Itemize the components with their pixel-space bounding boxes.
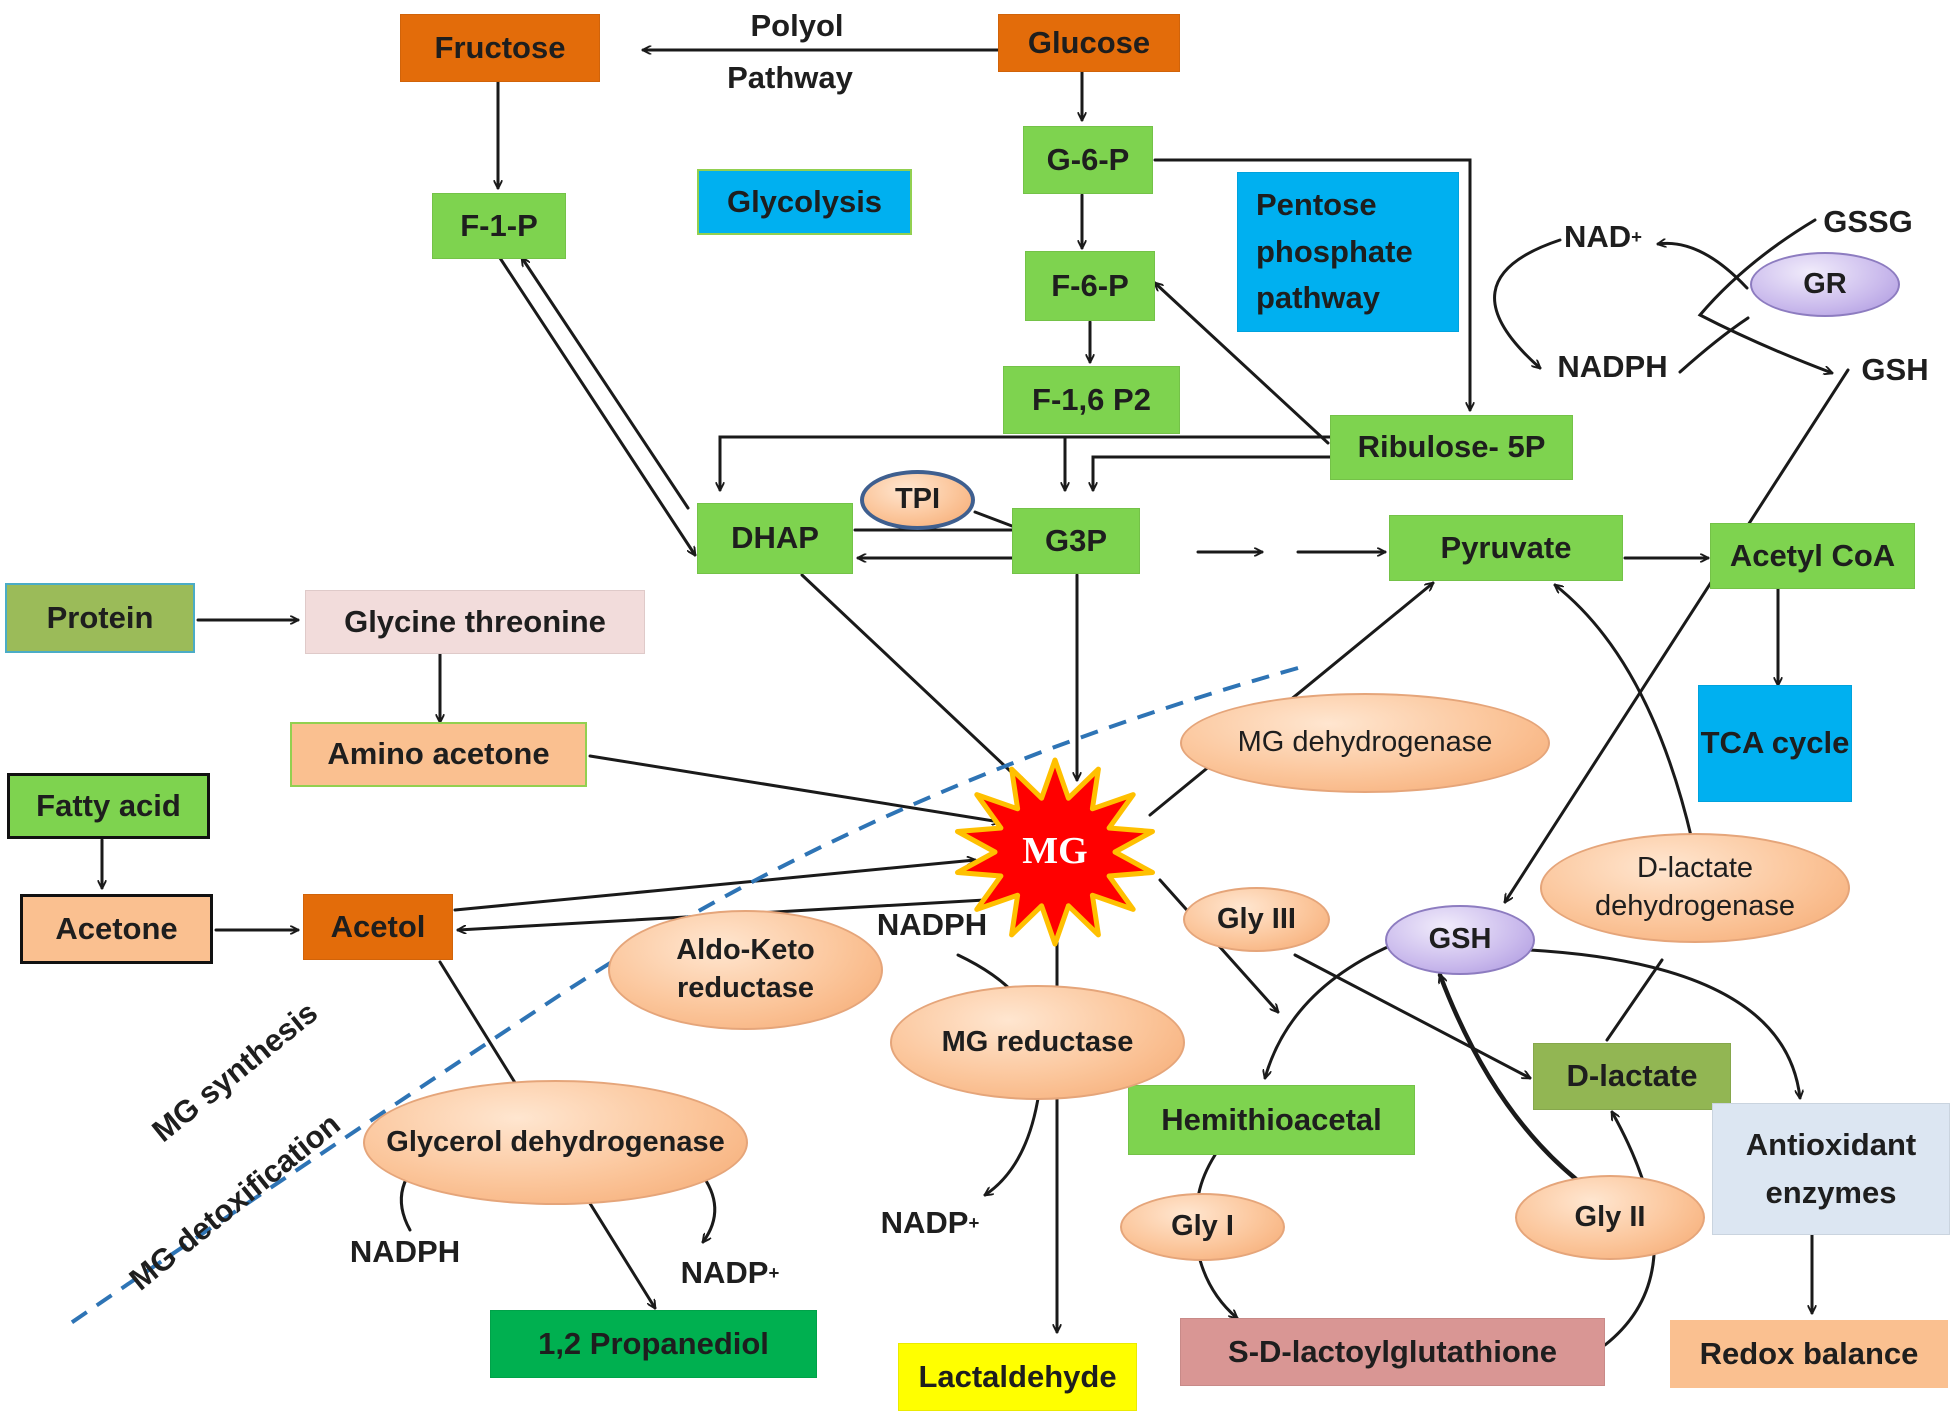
arrow-glyi-lactoyl xyxy=(1198,1258,1237,1318)
arrow-mg-dlactate xyxy=(1293,953,1530,1080)
arrow-dhap-f1p xyxy=(522,258,690,510)
redox-balance-box: Redox balance xyxy=(1670,1320,1948,1388)
f16p2-box: F-1,6 P2 xyxy=(1003,366,1180,434)
nad-plus-label: NAD+ xyxy=(1563,218,1643,254)
arrow-dld-pyruvate xyxy=(1555,585,1694,842)
mg-label: MG xyxy=(1022,830,1088,873)
nadp-mid-label: NADP+ xyxy=(880,1204,980,1240)
arrow-mgreductase-nadp xyxy=(985,1083,1042,1195)
gly-i-enzyme: Gly I xyxy=(1120,1193,1285,1261)
gly-iii-enzyme: Gly III xyxy=(1183,887,1330,952)
arrow-glyii-gsh xyxy=(1437,975,1593,1193)
acetol-box: Acetol xyxy=(303,894,453,960)
d-lactate-box: D-lactate xyxy=(1533,1043,1731,1110)
fatty-acid-box: Fatty acid xyxy=(7,773,210,839)
arrow-gsh-hemithioacetal xyxy=(1265,943,1394,1078)
arrow-gssg-gsh xyxy=(1697,218,1832,373)
pentose-phosphate-box: Pentose phosphate pathway xyxy=(1237,172,1459,332)
synthesis-detox-divider xyxy=(66,666,1299,1327)
arrow-ribulose-dhap xyxy=(720,435,1332,492)
nadph-right-label: NADPH xyxy=(1557,348,1668,384)
f1p-box: F-1-P xyxy=(432,193,566,259)
gr-enzyme: GR xyxy=(1750,252,1900,317)
tpi-connector xyxy=(973,510,1014,528)
arrow-gsh-antioxidant xyxy=(1528,948,1800,1100)
glycine-threonine-box: Glycine threonine xyxy=(305,590,645,654)
arrow-f1p-dhap xyxy=(498,256,695,555)
mg-star-shape xyxy=(955,757,1155,947)
acetone-box: Acetone xyxy=(20,894,213,964)
pyruvate-box: Pyruvate xyxy=(1389,515,1623,581)
protein-box: Protein xyxy=(5,583,195,653)
arrow-gr-nad xyxy=(1656,243,1749,290)
acetyl-coa-box: Acetyl CoA xyxy=(1710,523,1915,589)
hemithioacetal-box: Hemithioacetal xyxy=(1128,1085,1415,1155)
nadph-left-label: NADPH xyxy=(349,1233,461,1269)
nadph-mid-label: NADPH xyxy=(876,906,988,942)
ribulose-box: Ribulose- 5P xyxy=(1330,415,1573,480)
arrow-g6p-ribulose xyxy=(1153,158,1470,412)
mg-dehydrogenase-enzyme: MG dehydrogenase xyxy=(1180,693,1550,793)
g3p-box: G3P xyxy=(1012,508,1140,574)
amino-acetone-box: Amino acetone xyxy=(290,722,587,787)
polyol-label-line1: Polyol xyxy=(750,7,844,43)
tpi-enzyme: TPI xyxy=(860,470,975,530)
f6p-box: F-6-P xyxy=(1025,251,1155,321)
glucose-box: Glucose xyxy=(998,14,1180,72)
arrow-ribulose-g3p-b xyxy=(1093,455,1332,492)
arrow-gsh-right-center xyxy=(1505,368,1850,902)
polyol-label-line2: Pathway xyxy=(727,59,853,95)
lactaldehyde-box: Lactaldehyde xyxy=(898,1343,1137,1411)
antioxidant-enzymes-box: Antioxidant enzymes xyxy=(1712,1103,1950,1235)
tca-cycle-box: TCA cycle xyxy=(1698,685,1852,802)
arrow-dhap-mg xyxy=(800,573,1025,785)
mg-reductase-enzyme: MG reductase xyxy=(890,985,1185,1100)
dlactate-dld-connector xyxy=(1605,958,1664,1042)
glycolysis-box: Glycolysis xyxy=(697,169,912,235)
gsh-center-enzyme: GSH xyxy=(1385,905,1535,975)
nadp-left-label: NADP+ xyxy=(680,1254,780,1290)
fructose-box: Fructose xyxy=(400,14,600,82)
gsh-right-label: GSH xyxy=(1861,351,1929,387)
dhap-box: DHAP xyxy=(697,503,853,574)
gly-ii-enzyme: Gly II xyxy=(1515,1175,1705,1260)
arrow-nad-nadph xyxy=(1493,238,1562,368)
glycerol-dehydrogenase-enzyme: Glycerol dehydrogenase xyxy=(363,1080,748,1205)
s-d-lactoylglutathione-box: S-D-lactoylglutathione xyxy=(1180,1318,1605,1386)
d-lactate-dehydrogenase-enzyme: D-lactate dehydrogenase xyxy=(1540,833,1850,943)
arrow-ribulose-f6p xyxy=(1155,283,1330,445)
g6p-box: G-6-P xyxy=(1023,126,1153,194)
arrow-acetol-mg xyxy=(453,860,977,912)
propanediol-box: 1,2 Propanediol xyxy=(490,1310,817,1378)
gssg-label: GSSG xyxy=(1823,203,1913,239)
arrow-aminoacetone-mg xyxy=(588,754,1002,822)
nadph-gr-connector xyxy=(1678,316,1750,374)
aldo-keto-reductase-enzyme: Aldo-Keto reductase xyxy=(608,910,883,1030)
